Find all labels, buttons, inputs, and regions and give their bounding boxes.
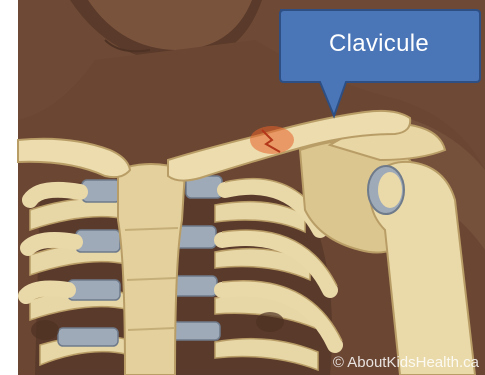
left-nipple — [31, 320, 59, 340]
sternum — [118, 164, 185, 375]
watermark: © AboutKidsHealth.ca — [333, 354, 479, 371]
white-margin — [0, 0, 18, 375]
right-nipple — [256, 312, 284, 332]
humeral-head — [378, 172, 402, 208]
